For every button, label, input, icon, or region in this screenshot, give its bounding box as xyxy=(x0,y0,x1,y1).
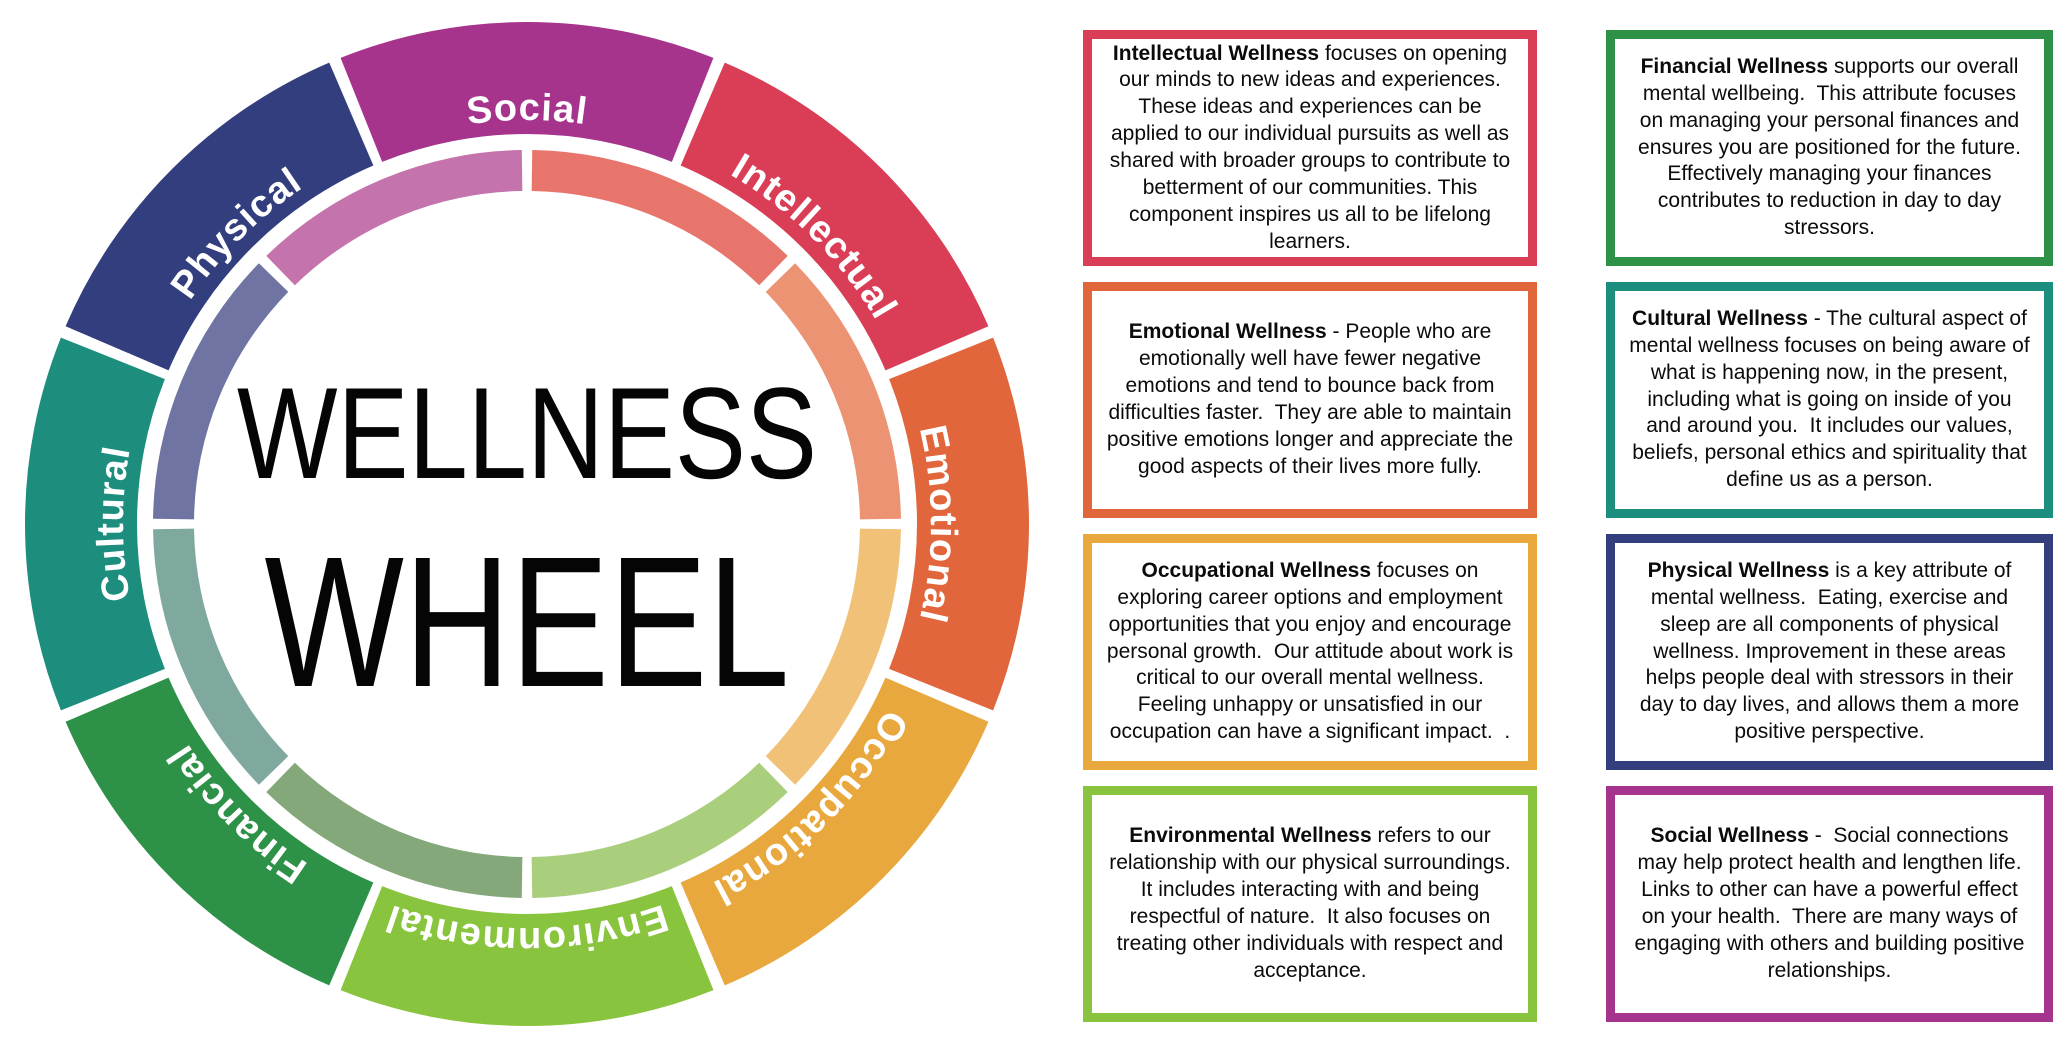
card-cultural-wellness: Cultural Wellness - The cultural aspect … xyxy=(1606,282,2053,518)
wheel-inner-segment-financial xyxy=(266,762,523,898)
card-financial-text: Financial Wellness supports our overall … xyxy=(1638,54,2033,240)
wheel-inner-segment-social xyxy=(266,150,523,286)
card-environmental-text: Environmental Wellness refers to our rel… xyxy=(1109,824,1517,982)
card-environmental-wellness: Environmental Wellness refers to our rel… xyxy=(1083,786,1537,1022)
wheel-segment-cultural xyxy=(24,337,165,711)
wheel-label-cultural: Cultural xyxy=(90,443,139,605)
wheel-rings: SocialIntellectualEmotionalOccupationalE… xyxy=(24,21,1030,1027)
card-emotional-wellness: Emotional Wellness - People who are emot… xyxy=(1083,282,1537,518)
card-intellectual-text: Intellectual Wellness focuses on opening… xyxy=(1109,41,1517,253)
card-social-wellness: Social Wellness - Social connections may… xyxy=(1606,786,2053,1022)
wheel-inner-segment-environmental xyxy=(531,762,788,898)
card-physical-text: Physical Wellness is a key attribute of … xyxy=(1639,558,2026,744)
wheel-inner-segment-emotional xyxy=(765,263,901,520)
wheel-inner-segment-occupational xyxy=(765,528,901,785)
wheel-segment-emotional xyxy=(889,337,1030,711)
wheel-segment-environmental xyxy=(340,886,714,1027)
card-emotional-text: Emotional Wellness - People who are emot… xyxy=(1106,320,1519,478)
wellness-descriptions-panel: Intellectual Wellness focuses on opening… xyxy=(1083,30,2053,1022)
wheel-segment-physical xyxy=(65,62,374,371)
wheel-inner-segment-intellectual xyxy=(531,150,788,286)
wheel-center-title-wellness: WELLNESS xyxy=(237,360,817,506)
card-occupational-wellness: Occupational Wellness focuses on explori… xyxy=(1083,534,1537,770)
wheel-inner-segment-physical xyxy=(153,263,289,520)
card-intellectual-wellness: Intellectual Wellness focuses on opening… xyxy=(1083,30,1537,266)
card-cultural-text: Cultural Wellness - The cultural aspect … xyxy=(1629,306,2036,492)
card-social-text: Social Wellness - Social connections may… xyxy=(1634,824,2031,982)
wheel-segment-social xyxy=(340,21,714,162)
wellness-wheel: SocialIntellectualEmotionalOccupationalE… xyxy=(24,21,1030,1027)
wheel-segment-financial xyxy=(65,677,374,986)
card-occupational-text: Occupational Wellness focuses on explori… xyxy=(1106,558,1519,744)
card-physical-wellness: Physical Wellness is a key attribute of … xyxy=(1606,534,2053,770)
wheel-segment-intellectual xyxy=(680,62,989,371)
wheel-segment-occupational xyxy=(680,677,989,986)
wheel-inner-segment-cultural xyxy=(153,528,289,785)
wheel-label-social: Social xyxy=(464,87,590,133)
card-financial-wellness: Financial Wellness supports our overall … xyxy=(1606,30,2053,266)
wheel-center-title-wheel: WHEEL xyxy=(265,519,790,726)
